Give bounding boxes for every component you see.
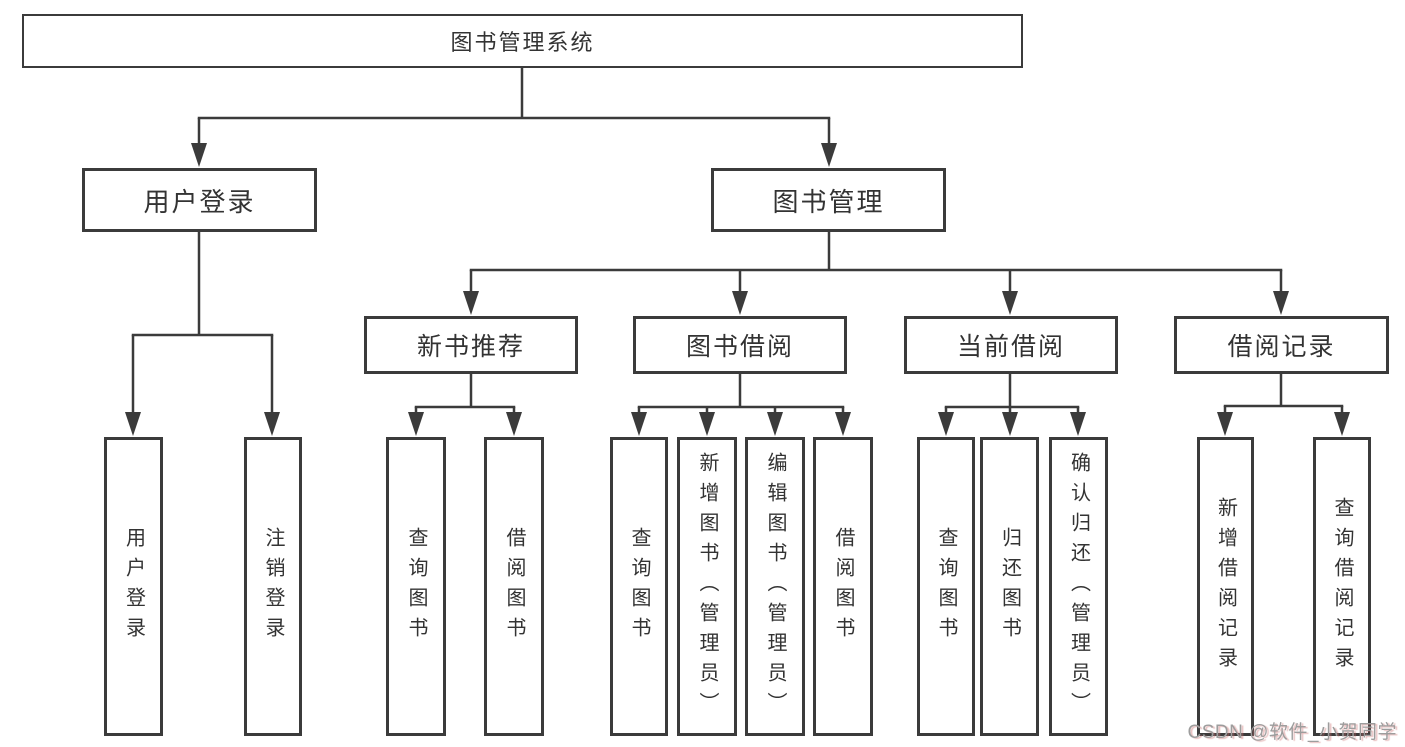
leaf-query-borrow-record: 查询借阅记录: [1313, 437, 1371, 736]
leaf-edit-book-admin-label: 编辑图书（管理员）: [764, 451, 786, 722]
node-book-management-label: 图书管理: [772, 186, 885, 217]
leaf-query-books-borrow-label: 查询图书: [628, 526, 650, 647]
leaf-add-borrow-record-label: 新增借阅记录: [1214, 496, 1237, 677]
leaf-confirm-return-admin: 确认归还（管理员）: [1049, 437, 1108, 736]
leaf-query-books-borrow: 查询图书: [610, 437, 668, 736]
node-new-book-recommend: 新书推荐: [364, 316, 578, 374]
leaf-add-borrow-record: 新增借阅记录: [1197, 437, 1254, 736]
arrowheads: [125, 143, 1350, 436]
leaf-return-books: 归还图书: [980, 437, 1039, 736]
leaf-return-books-label: 归还图书: [998, 526, 1021, 647]
node-book-borrow: 图书借阅: [633, 316, 847, 374]
leaf-query-books-current: 查询图书: [917, 437, 975, 736]
node-root-library-system: 图书管理系统: [22, 14, 1023, 68]
node-new-book-recommend-label: 新书推荐: [416, 333, 525, 361]
node-borrow-records-label: 借阅记录: [1227, 333, 1336, 361]
node-book-management: 图书管理: [711, 168, 946, 232]
leaf-query-books-recommend-label: 查询图书: [405, 526, 427, 647]
leaf-add-book-admin: 新增图书（管理员）: [677, 437, 737, 736]
leaf-query-books-current-label: 查询图书: [935, 526, 957, 647]
node-book-borrow-label: 图书借阅: [685, 333, 794, 361]
csdn-watermark: CSDN @软件_小贺同学: [1187, 722, 1397, 743]
leaf-logout-label: 注销登录: [262, 526, 284, 647]
leaf-logout: 注销登录: [244, 437, 302, 736]
node-user-login-label: 用户登录: [143, 186, 256, 217]
leaf-borrow-books-recommend-label: 借阅图书: [503, 526, 525, 647]
leaf-edit-book-admin: 编辑图书（管理员）: [745, 437, 805, 736]
leaf-borrow-books: 借阅图书: [813, 437, 873, 736]
node-borrow-records: 借阅记录: [1174, 316, 1389, 374]
node-current-borrow: 当前借阅: [904, 316, 1118, 374]
leaf-query-books-recommend: 查询图书: [386, 437, 446, 736]
leaf-confirm-return-admin-label: 确认归还（管理员）: [1067, 451, 1090, 722]
leaf-user-login-label: 用户登录: [122, 526, 145, 647]
leaf-borrow-books-recommend: 借阅图书: [484, 437, 544, 736]
leaf-user-login: 用户登录: [104, 437, 163, 736]
node-root-label: 图书管理系统: [450, 30, 595, 55]
leaf-query-borrow-record-label: 查询借阅记录: [1331, 496, 1353, 677]
node-current-borrow-label: 当前借阅: [956, 333, 1065, 361]
node-user-login: 用户登录: [82, 168, 317, 232]
leaf-borrow-books-label: 借阅图书: [832, 526, 854, 647]
leaf-add-book-admin-label: 新增图书（管理员）: [696, 451, 718, 722]
